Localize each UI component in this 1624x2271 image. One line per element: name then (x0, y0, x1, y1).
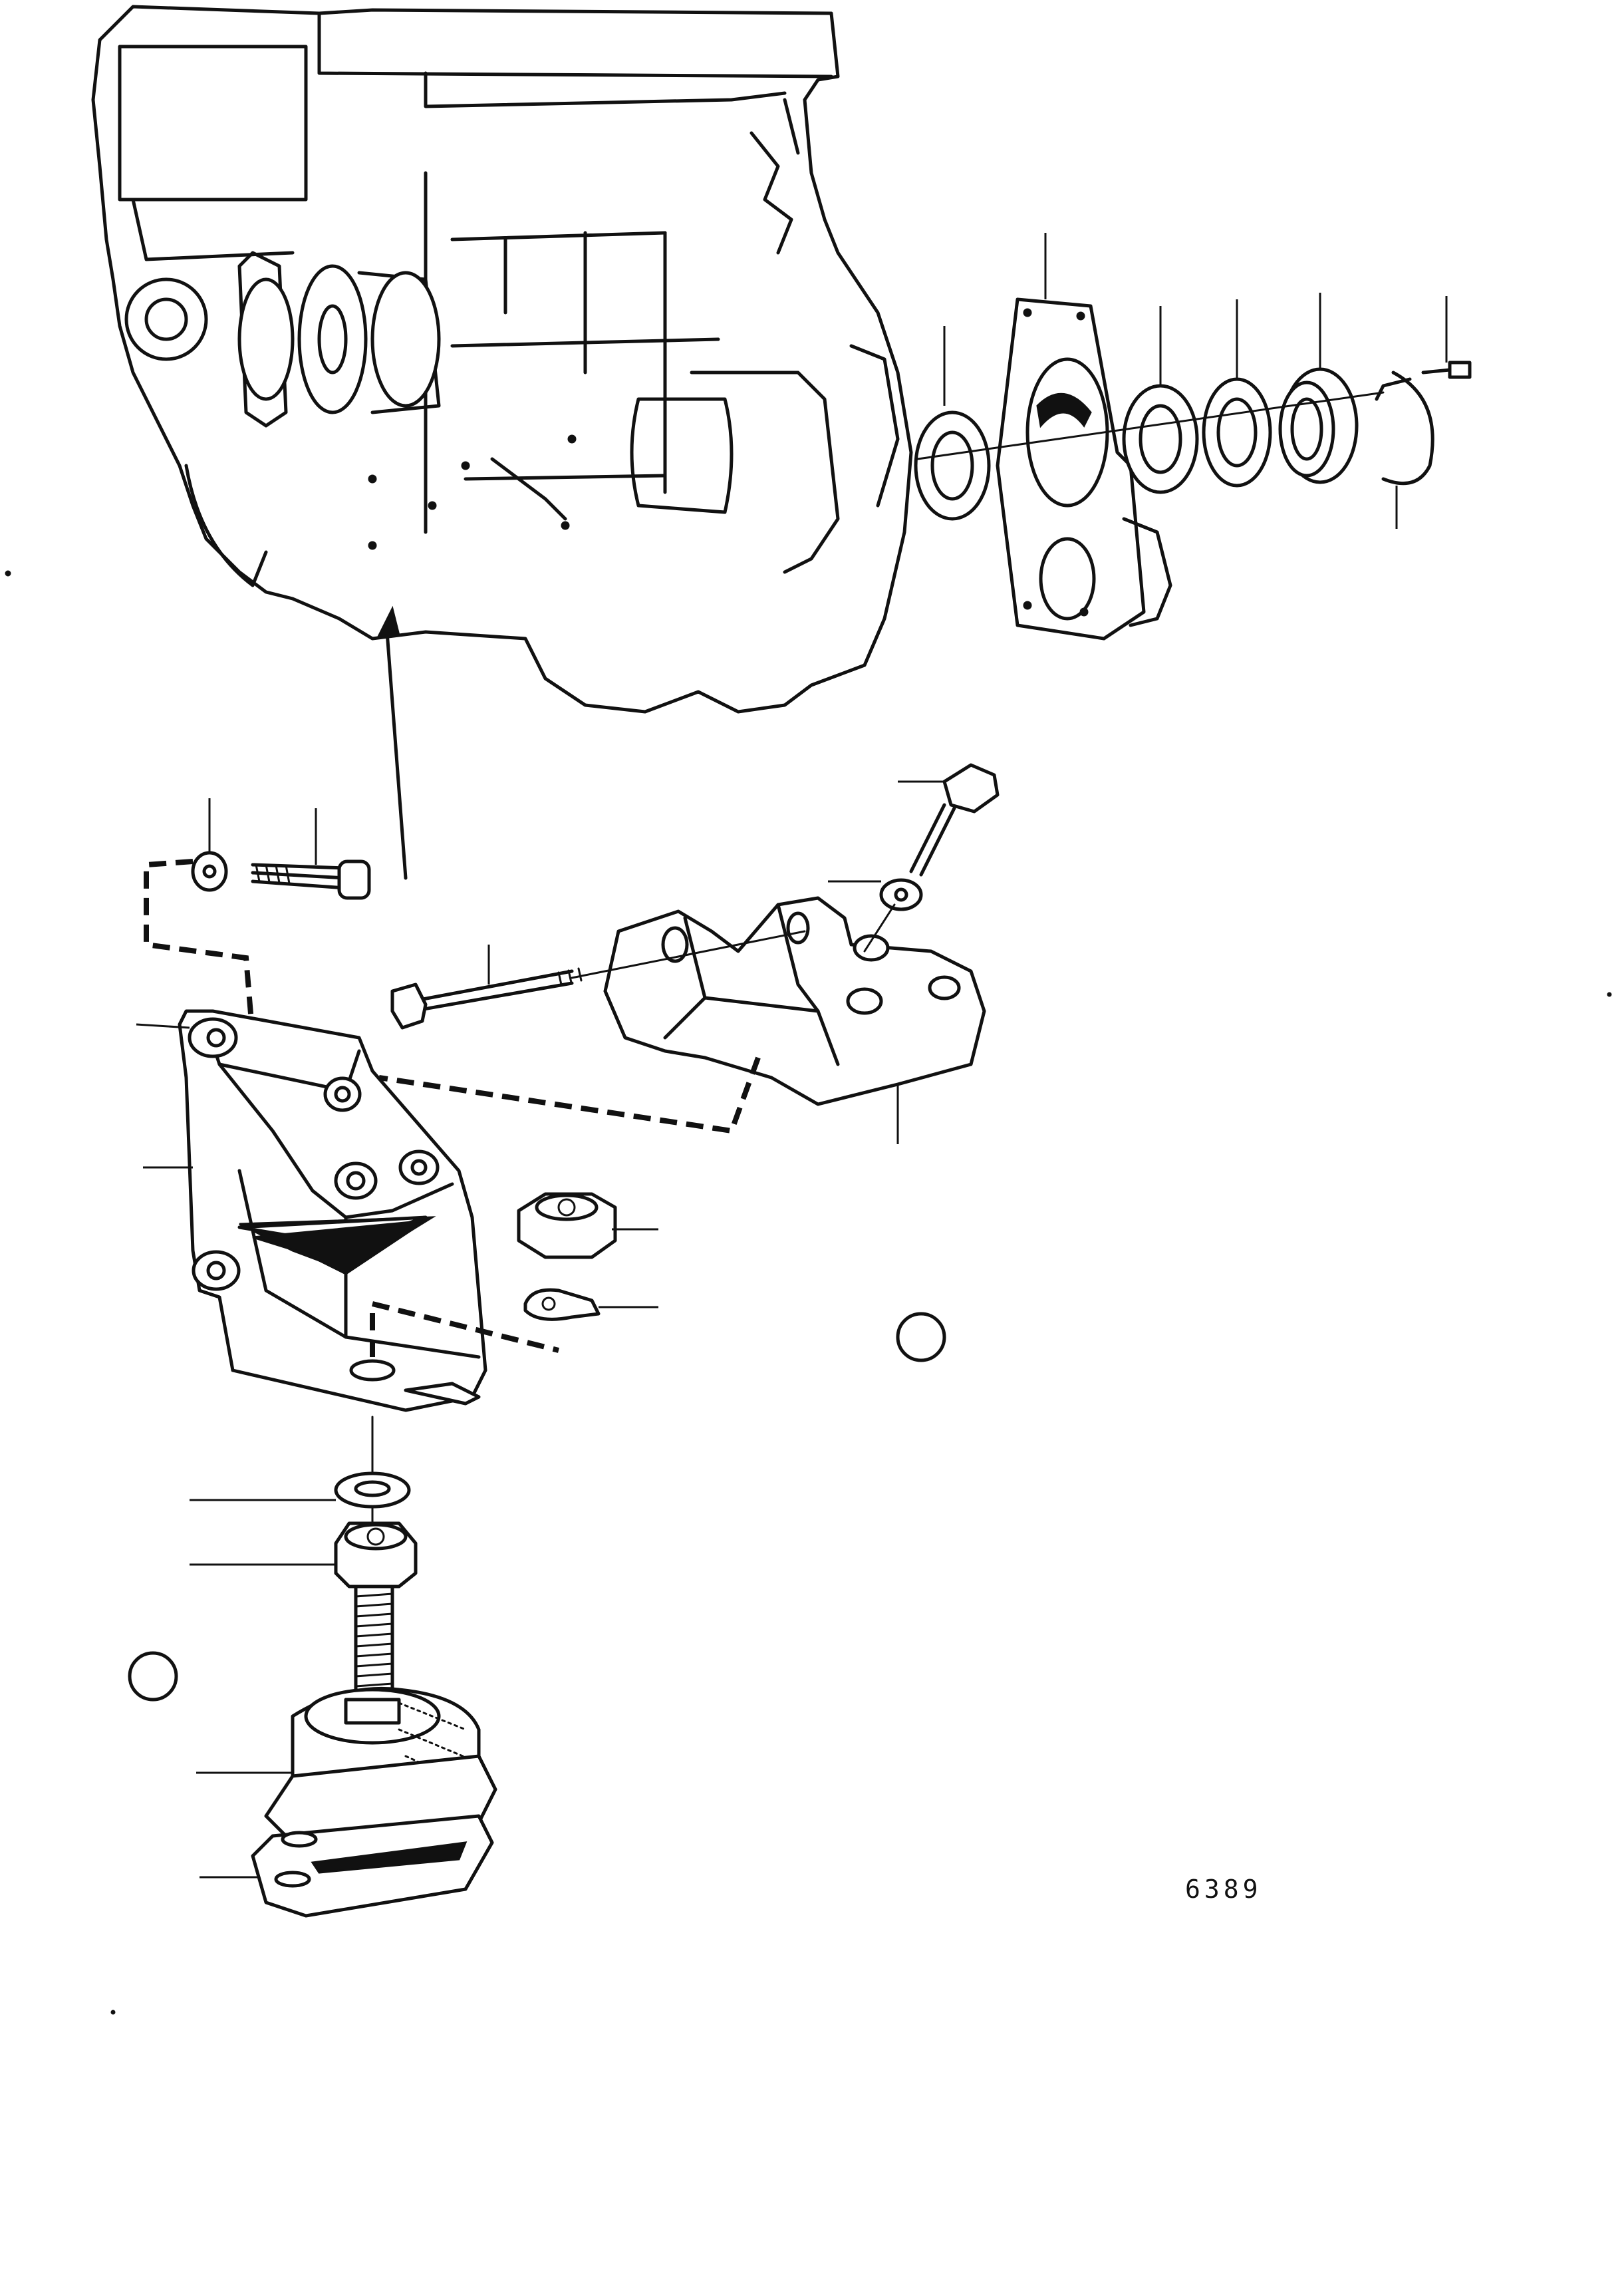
engine-block (91, 5, 913, 880)
figure-number: 6389 (1185, 1875, 1262, 1904)
rear-plate-assembly (914, 233, 1472, 641)
nut-and-tab-washer (517, 1192, 946, 1362)
assembly-arrow (385, 630, 408, 880)
bolt-head (337, 859, 371, 900)
mount-bracket (136, 1009, 559, 1412)
reference-circle-right (896, 1312, 946, 1362)
bracket-bolt-set (144, 798, 371, 1038)
rubber-mount-stack (128, 1416, 497, 1918)
hex-nut (517, 1192, 617, 1259)
clamp-ring (1381, 371, 1434, 486)
bolt-shank (251, 871, 348, 880)
engine-bracket (378, 763, 1000, 1144)
fan-hub (370, 271, 441, 408)
tab-washer (523, 1288, 601, 1321)
lock-nut (334, 1521, 418, 1589)
alternator-body (124, 277, 208, 361)
reference-circle-left (128, 1651, 178, 1702)
drive-belt (237, 251, 288, 428)
long-bolt (410, 969, 574, 1003)
crank-pulley (297, 264, 368, 414)
vertical-bolt (909, 803, 946, 873)
